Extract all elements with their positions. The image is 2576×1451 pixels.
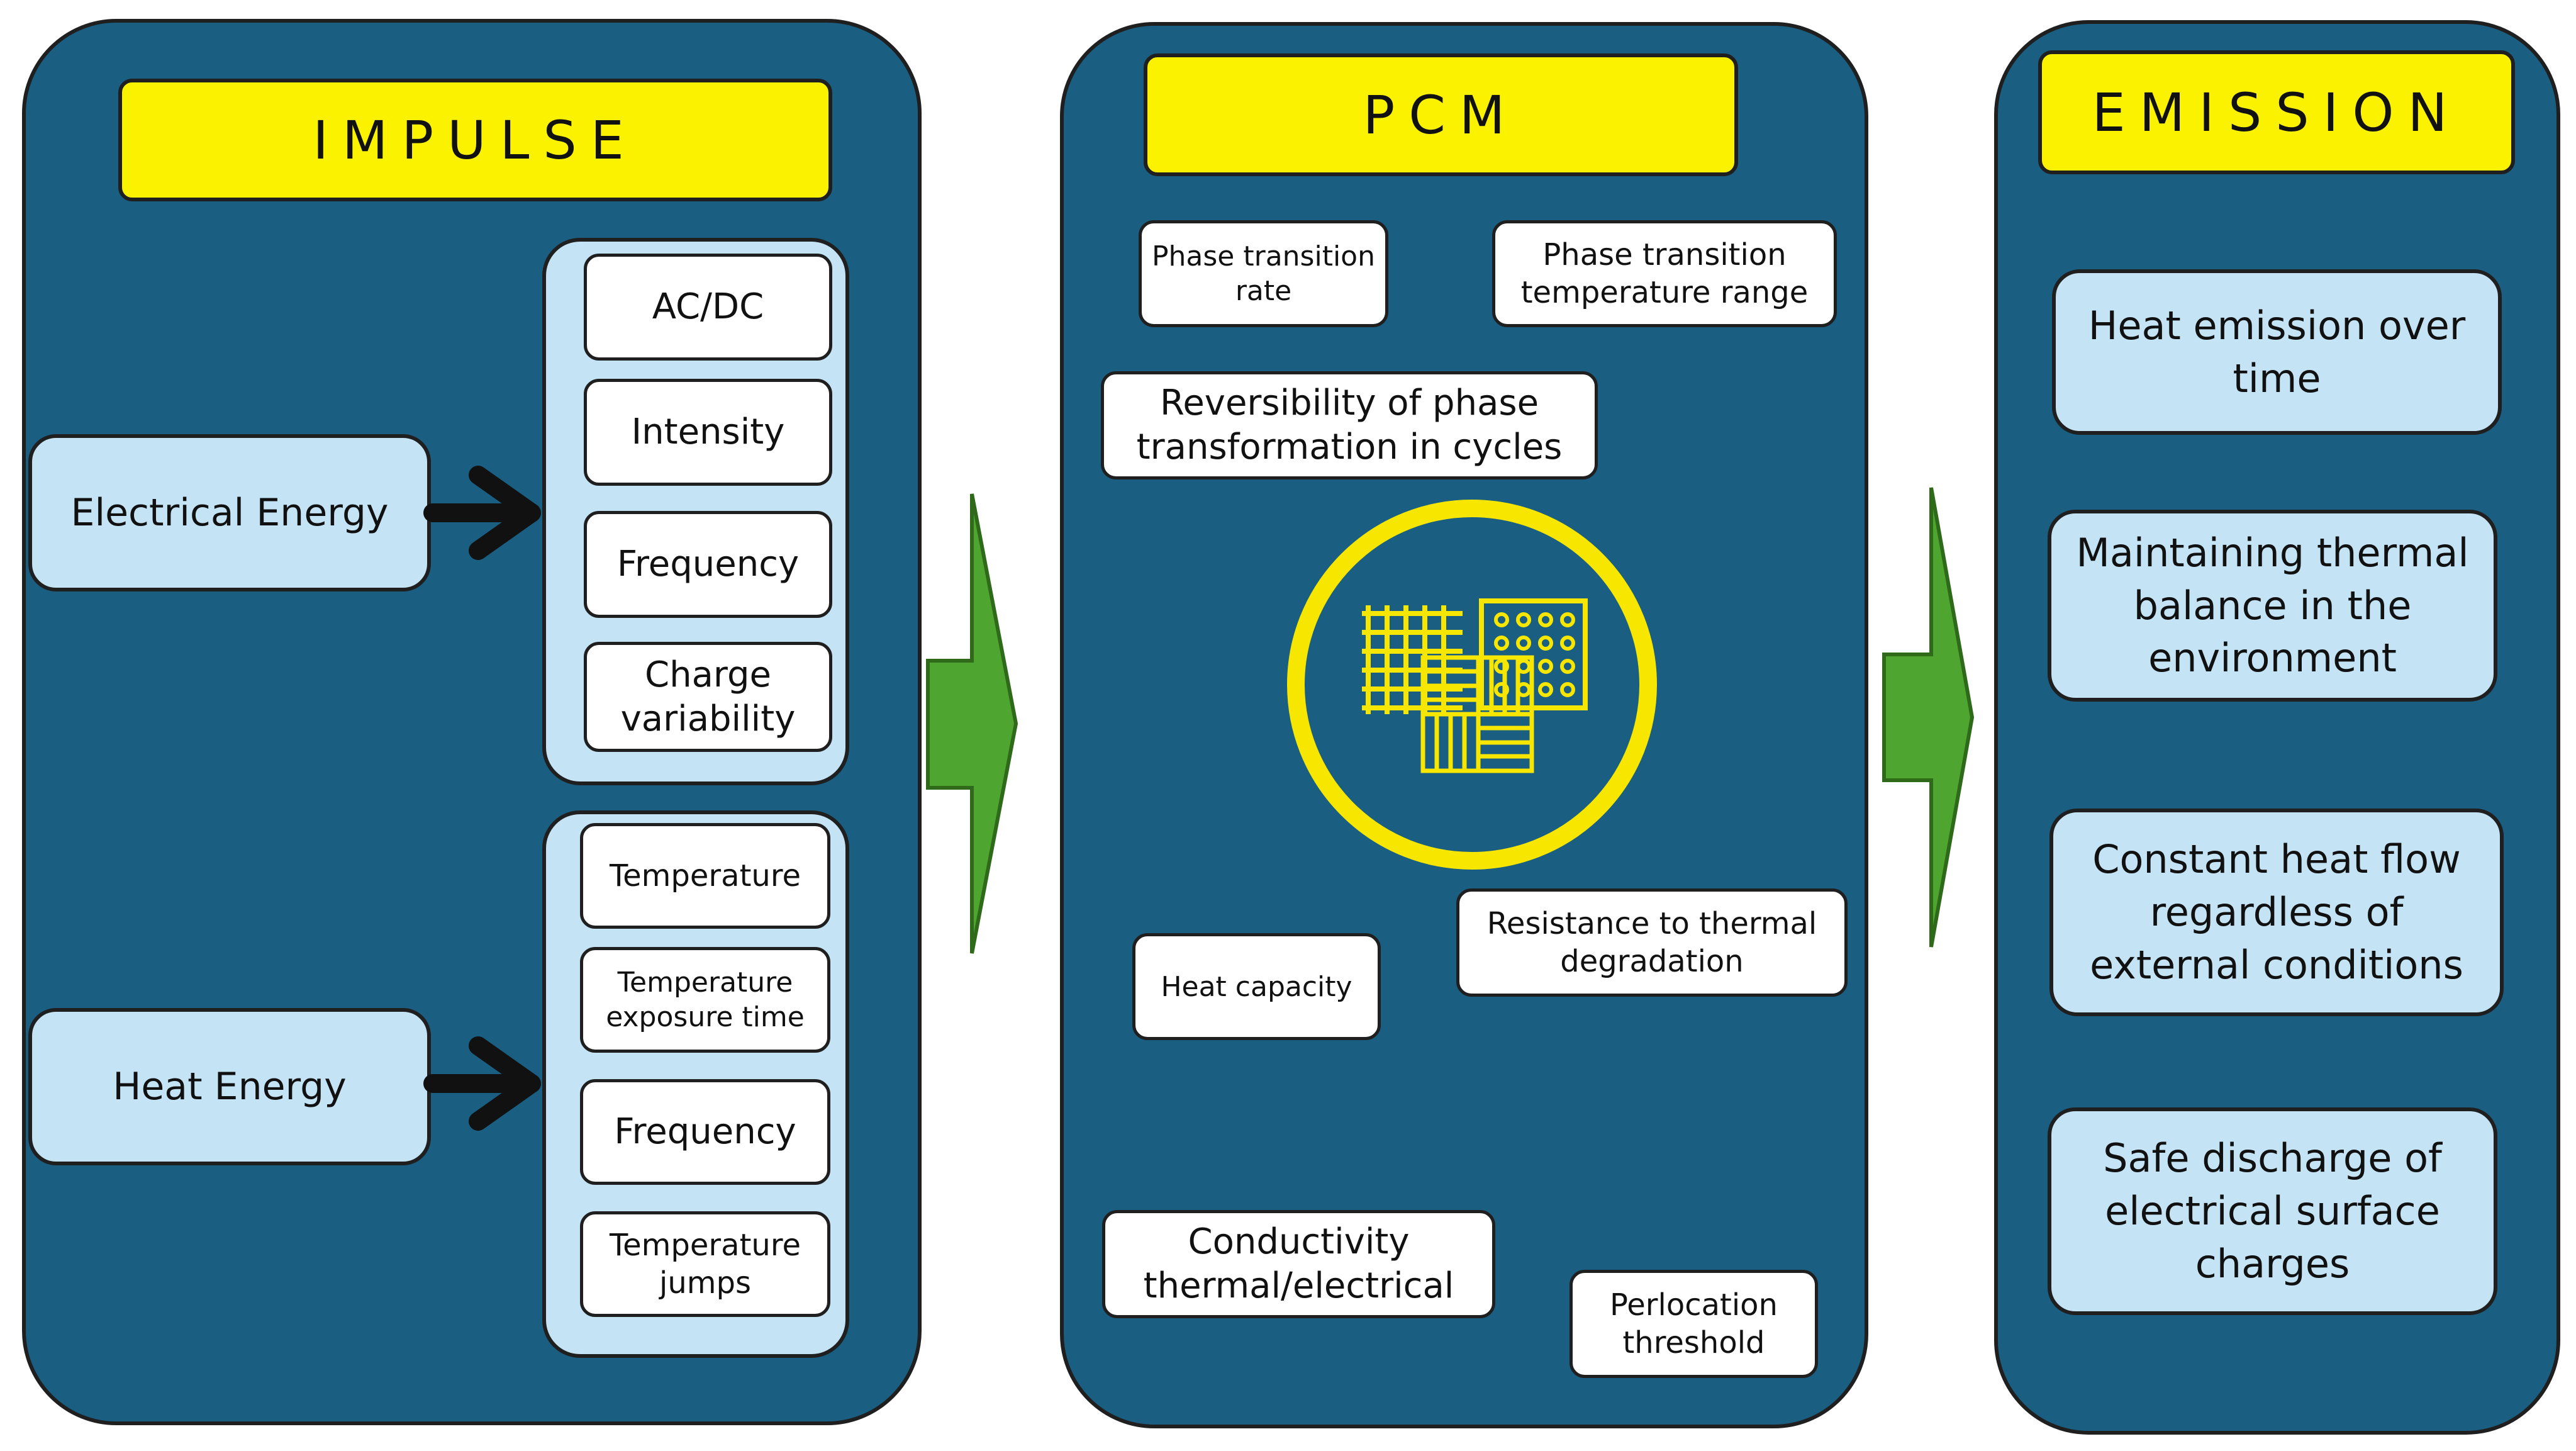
pcm-title: PCM xyxy=(1144,53,1738,176)
pcm-property-thermal-degradation: Resistance to thermal degradation xyxy=(1456,888,1848,997)
heat-connector-arrow xyxy=(423,1036,541,1131)
electrical-item-ac-dc: AC/DC xyxy=(584,254,832,361)
electrical-item-intensity: Intensity xyxy=(584,379,832,486)
emission-item-thermal-balance: Maintaining thermal balance in the envir… xyxy=(2048,510,2497,702)
emission-item-heat-over-time: Heat emission over time xyxy=(2052,269,2502,435)
emission-title: EMISSION xyxy=(2038,50,2515,174)
heat-item-frequency: Frequency xyxy=(580,1079,830,1185)
pcm-property-temperature-range: Phase transition temperature range xyxy=(1492,220,1837,327)
pcm-property-conductivity: Conductivity thermal/electrical xyxy=(1102,1210,1495,1318)
heat-energy-box: Heat Energy xyxy=(28,1008,431,1165)
flow-arrow-impulse-to-pcm xyxy=(926,493,1018,954)
electrical-item-frequency: Frequency xyxy=(584,511,832,618)
impulse-title: IMPULSE xyxy=(118,79,832,201)
electrical-item-charge-variability: Charge variability xyxy=(584,642,832,752)
flow-arrow-pcm-to-emission xyxy=(1882,487,1975,948)
pcm-property-percolation-threshold: Perlocation threshold xyxy=(1570,1270,1818,1378)
emission-item-safe-discharge: Safe discharge of electrical surface cha… xyxy=(2048,1107,2497,1315)
pcm-fabric-circle-icon xyxy=(1287,500,1657,870)
heat-item-temperature-jumps: Temperature jumps xyxy=(580,1211,830,1317)
electrical-energy-box: Electrical Energy xyxy=(28,434,431,591)
electrical-connector-arrow xyxy=(423,466,541,560)
pcm-property-phase-transition-rate: Phase transition rate xyxy=(1139,220,1388,327)
heat-item-temperature: Temperature xyxy=(580,823,830,929)
heat-item-exposure-time: Temperature exposure time xyxy=(580,947,830,1053)
emission-item-constant-heat-flow: Constant heat flow regardless of externa… xyxy=(2049,809,2504,1016)
pcm-property-heat-capacity: Heat capacity xyxy=(1132,933,1381,1040)
pcm-property-reversibility: Reversibility of phase transformation in… xyxy=(1101,371,1598,479)
